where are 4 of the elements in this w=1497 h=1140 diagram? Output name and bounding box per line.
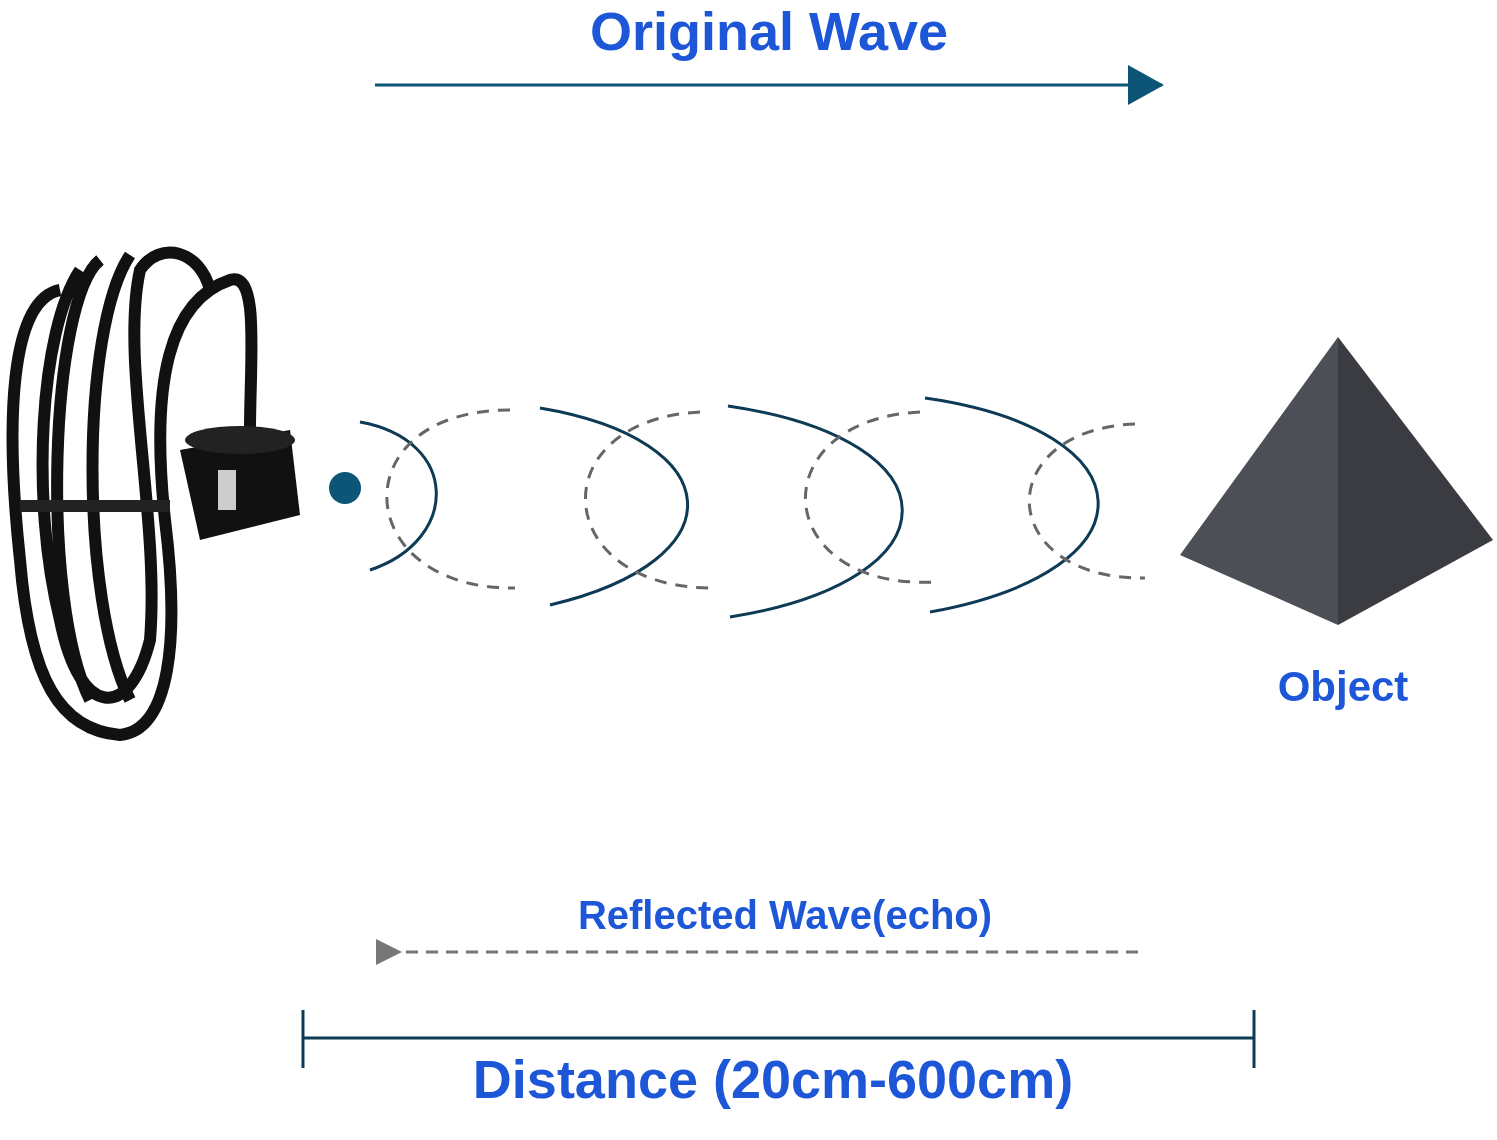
arrow-label: Original Wave [589, 2, 949, 62]
arrow-label: Reflected Wave(echo) [577, 893, 993, 937]
object-label: Object [1277, 663, 1409, 711]
distance-label: Distance (20cm-600cm) [472, 1050, 1074, 1110]
